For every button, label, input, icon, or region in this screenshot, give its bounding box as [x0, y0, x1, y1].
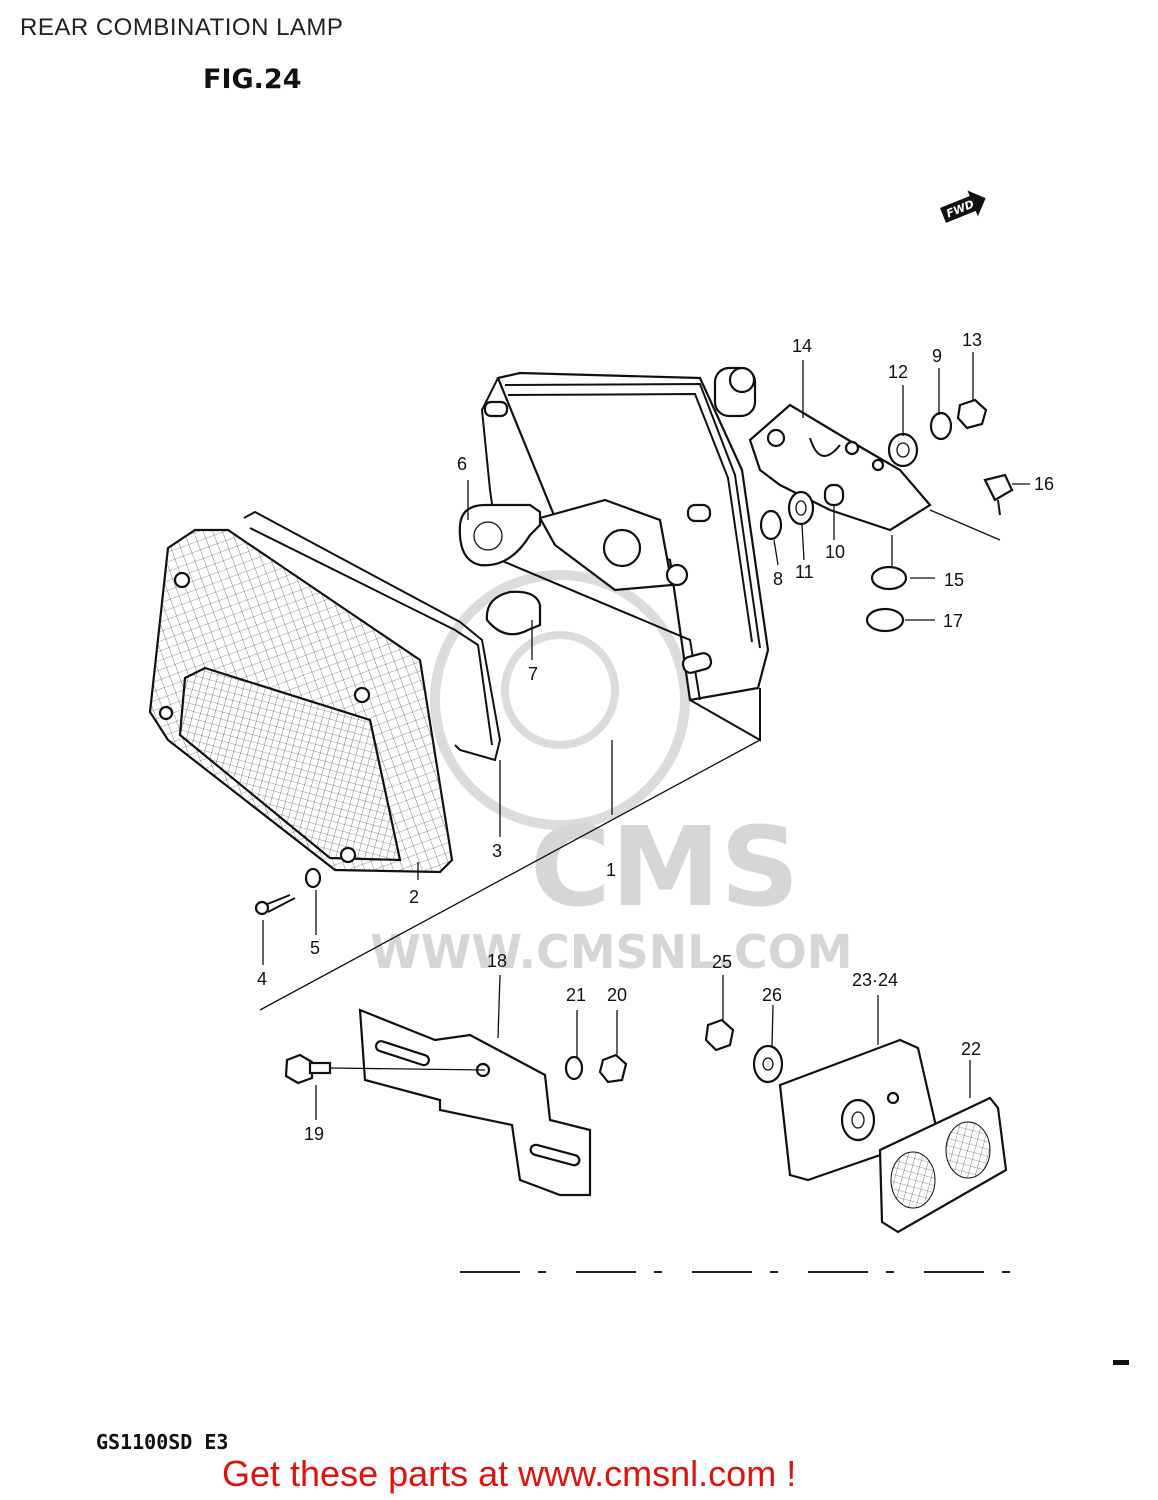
callout-21: 21 — [566, 985, 586, 1005]
get-parts-link[interactable]: Get these parts at www.cmsnl.com ! — [222, 1453, 797, 1494]
callout-labels: 1 2 3 4 5 6 7 8 9 10 11 12 13 14 15 16 1… — [257, 330, 1054, 1144]
callout-17: 17 — [943, 611, 963, 631]
callout-16: 16 — [1034, 474, 1054, 494]
callout-1: 1 — [606, 860, 616, 880]
callout-10: 10 — [825, 542, 845, 562]
edge-mark — [1113, 1360, 1129, 1365]
license-plate-bracket — [284, 1008, 784, 1197]
bulb-6 — [458, 503, 542, 567]
watermark-url: WWW.CMSNL.COM — [370, 925, 853, 979]
lamp-housing — [480, 366, 770, 742]
reflector-assembly — [778, 1038, 1008, 1234]
callout-2: 2 — [409, 887, 419, 907]
callout-15: 15 — [944, 570, 964, 590]
callout-12: 12 — [888, 362, 908, 382]
forward-arrow-icon: FWD — [940, 190, 986, 223]
callout-7: 7 — [528, 664, 538, 684]
figure-number: FIG.24 — [203, 64, 302, 95]
page-title: REAR COMBINATION LAMP — [20, 14, 344, 41]
lamp-mount-bracket — [748, 403, 932, 532]
lens-gasket — [243, 510, 502, 762]
callout-13: 13 — [962, 330, 982, 350]
model-code: GS1100SD E3 — [96, 1430, 229, 1454]
callout-8: 8 — [773, 569, 783, 589]
callout-18: 18 — [487, 951, 507, 971]
callout-25: 25 — [712, 952, 732, 972]
lamp-lens — [148, 528, 454, 874]
callout-3: 3 — [492, 841, 502, 861]
callout-14: 14 — [792, 336, 812, 356]
callout-11: 11 — [795, 562, 814, 582]
bulb-7 — [485, 590, 542, 636]
callout-5: 5 — [310, 938, 320, 958]
callout-4: 4 — [257, 969, 267, 989]
callout-20: 20 — [607, 985, 627, 1005]
watermark-brand: CMS — [530, 803, 799, 931]
callout-9: 9 — [932, 346, 942, 366]
callout-23-24: 23·24 — [852, 970, 898, 990]
hardware-right — [759, 398, 1014, 633]
callout-22: 22 — [961, 1039, 981, 1059]
watermark: CMS WWW.CMSNL.COM — [370, 570, 853, 979]
callout-19: 19 — [304, 1124, 324, 1144]
screw-and-washer — [254, 867, 322, 916]
callout-6: 6 — [457, 454, 467, 474]
callout-26: 26 — [762, 985, 782, 1005]
leader-lines — [259, 352, 1030, 1120]
